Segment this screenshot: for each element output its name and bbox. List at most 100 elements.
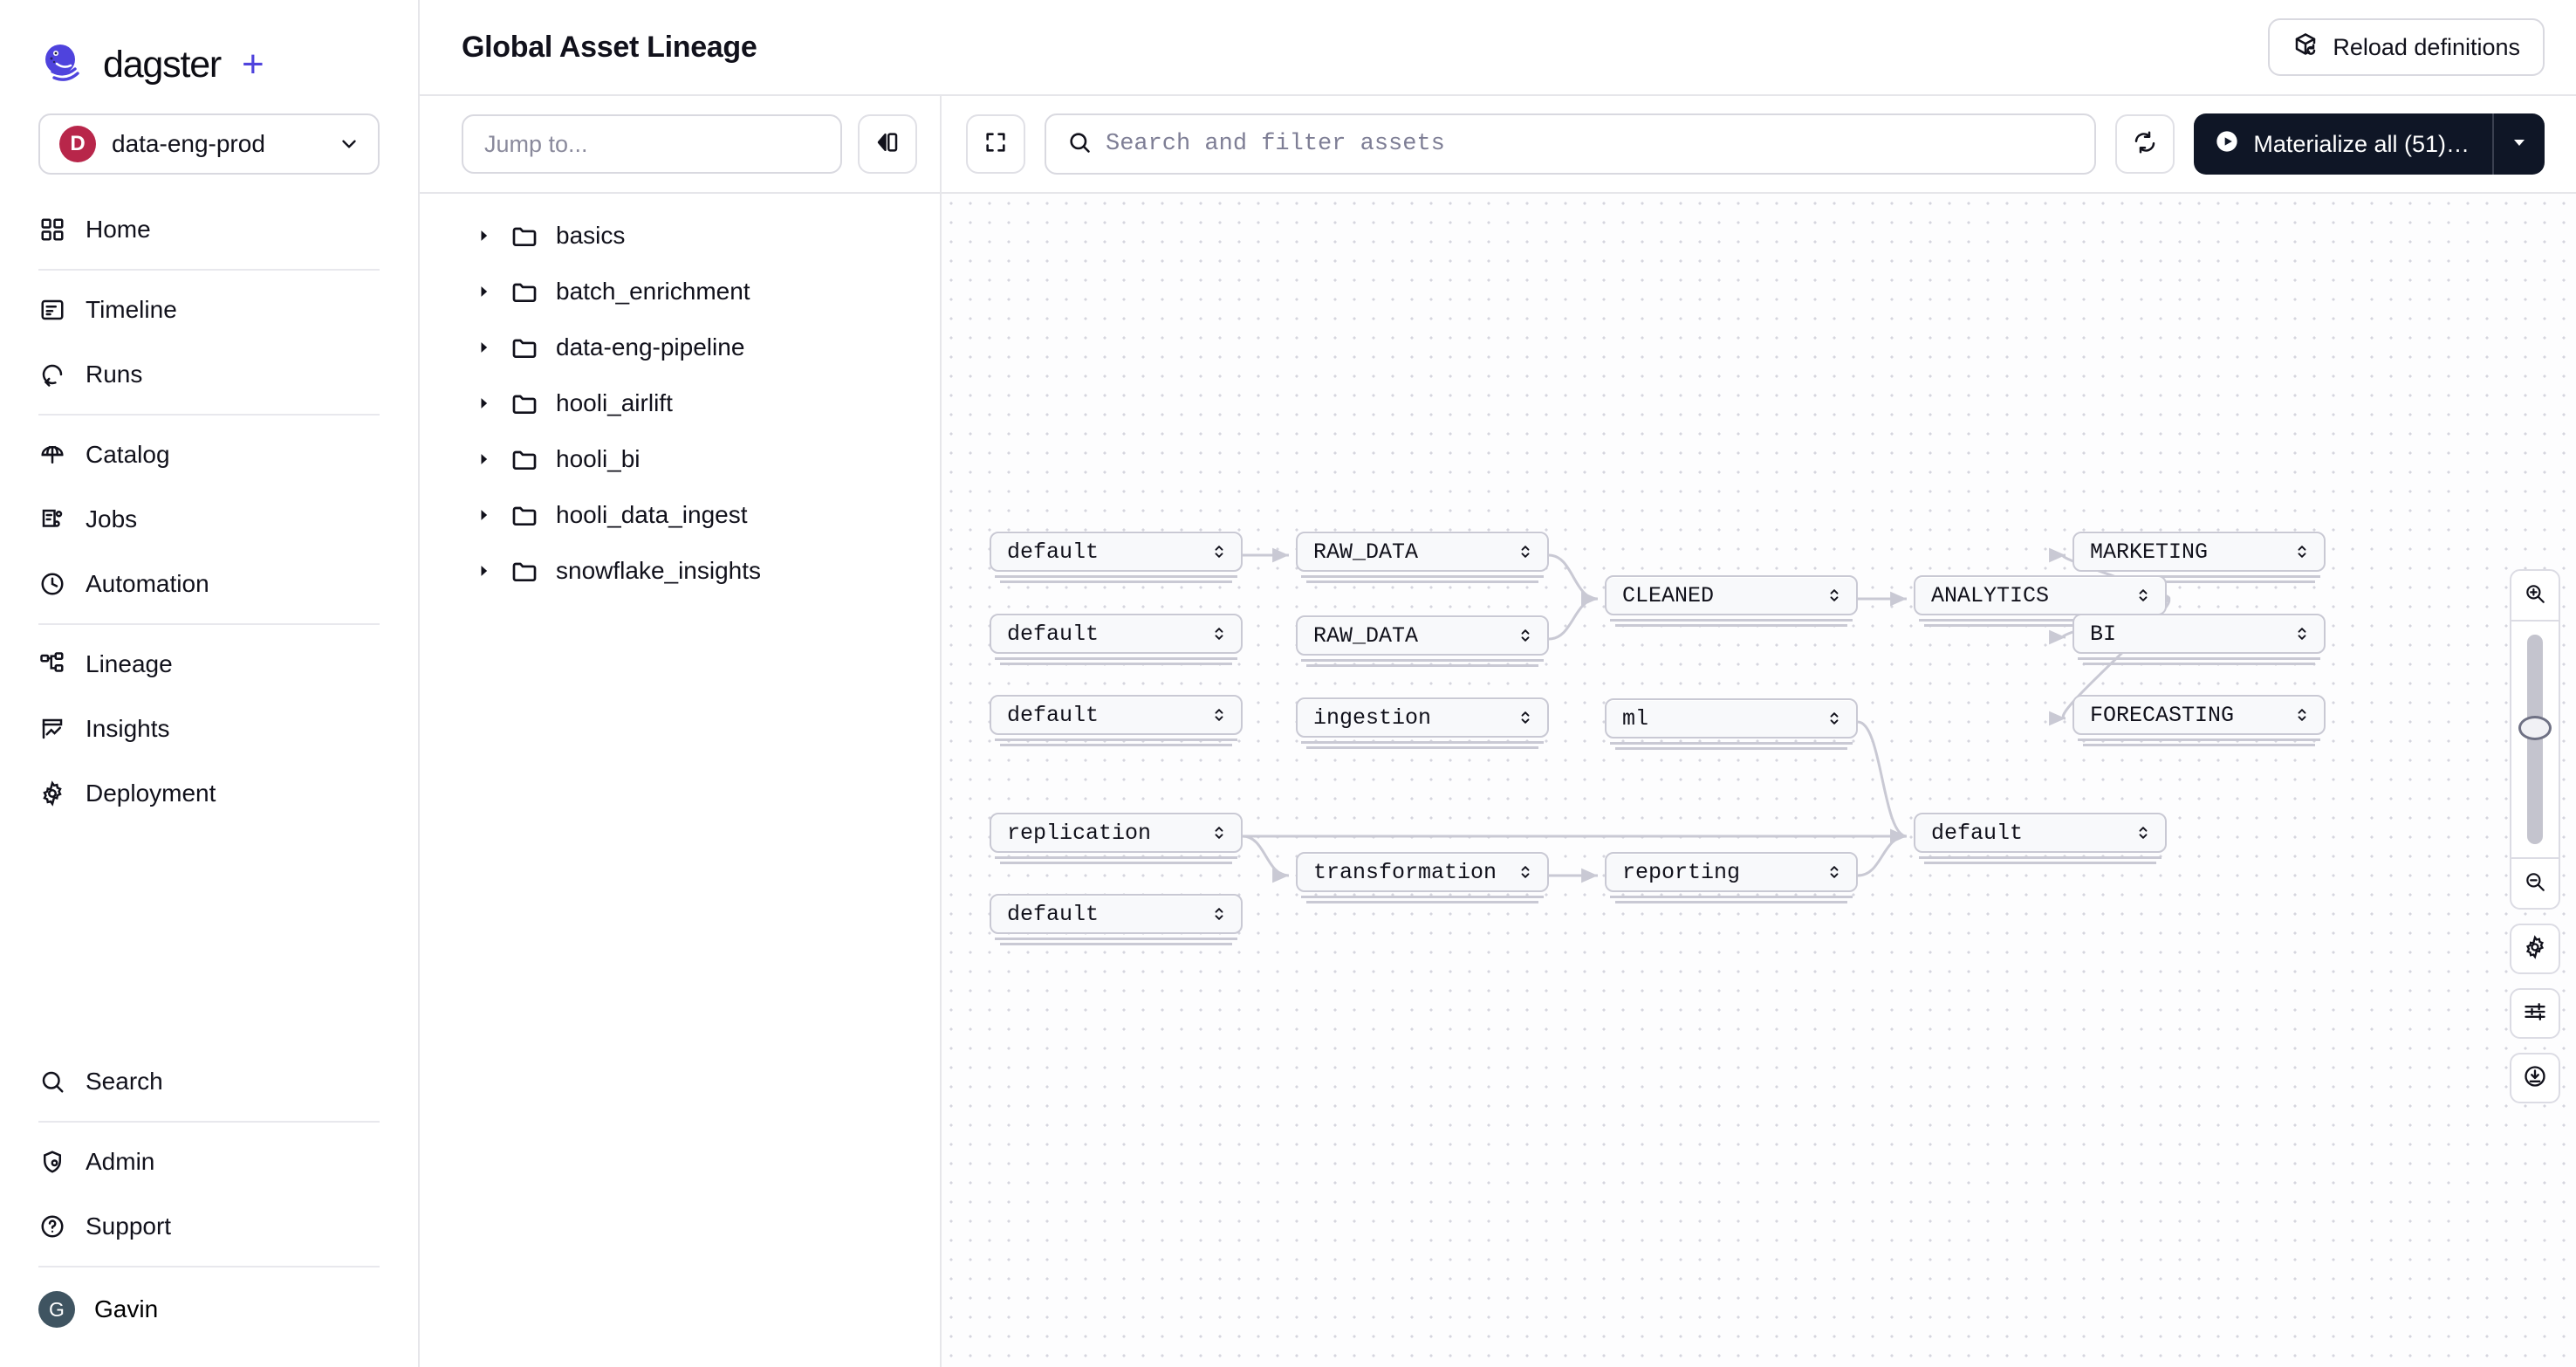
tree-item[interactable]: data-eng-pipeline: [420, 319, 940, 375]
download-graph-button[interactable]: [2510, 1053, 2560, 1103]
graph-edge: [1548, 553, 1599, 607]
graph-edge: [1548, 591, 1599, 641]
node-stack-line: [1306, 901, 1538, 903]
node-stack-line: [1000, 744, 1232, 746]
asset-group-node[interactable]: ANALYTICS: [1914, 575, 2167, 615]
refresh-button[interactable]: [2115, 114, 2175, 174]
chevron-up-down-icon[interactable]: [2294, 622, 2310, 646]
node-stack-line: [1306, 664, 1538, 667]
asset-group-node[interactable]: default: [990, 695, 1243, 735]
asset-group-node[interactable]: reporting: [1605, 852, 1858, 892]
asset-group-node[interactable]: ingestion: [1296, 697, 1549, 738]
chevron-right-icon[interactable]: [474, 450, 493, 469]
asset-group-node[interactable]: default: [990, 532, 1243, 572]
materialize-dropdown-button[interactable]: [2494, 113, 2545, 175]
zoom-slider-thumb[interactable]: [2518, 716, 2552, 740]
deployment-selector[interactable]: D data-eng-prod: [38, 113, 380, 175]
tree-item[interactable]: batch_enrichment: [420, 264, 940, 319]
chevron-up-down-icon[interactable]: [1826, 583, 1842, 608]
asset-group-node-label: ml: [1622, 705, 1649, 732]
chevron-up-down-icon[interactable]: [2294, 539, 2310, 564]
tree-item[interactable]: hooli_airlift: [420, 375, 940, 431]
chevron-right-icon[interactable]: [474, 338, 493, 357]
user-menu[interactable]: G Gavin: [0, 1274, 418, 1344]
chevron-right-icon[interactable]: [474, 226, 493, 245]
chevron-right-icon[interactable]: [474, 561, 493, 580]
asset-group-node[interactable]: ml: [1605, 698, 1858, 738]
chevron-up-down-icon[interactable]: [2135, 583, 2151, 608]
asset-group-node-label: BI: [2090, 621, 2117, 647]
lineage-icon: [38, 650, 66, 678]
asset-group-node[interactable]: CLEANED: [1605, 575, 1858, 615]
catalog-icon: [38, 441, 66, 469]
chevron-up-down-icon[interactable]: [1518, 705, 1533, 730]
sidebar-item-deployment[interactable]: Deployment: [38, 761, 380, 826]
chevron-up-down-icon[interactable]: [1211, 622, 1227, 646]
sidebar-item-search[interactable]: Search: [38, 1049, 380, 1114]
search-input[interactable]: [1106, 131, 2074, 157]
graph-settings-button[interactable]: [2510, 924, 2560, 974]
folder-icon: [510, 222, 538, 250]
sidebar-item-home[interactable]: Home: [38, 197, 380, 262]
reload-definitions-button[interactable]: Reload definitions: [2268, 18, 2545, 76]
asset-search-box[interactable]: [1045, 113, 2097, 175]
tree-item[interactable]: hooli_bi: [420, 431, 940, 487]
zoom-slider[interactable]: [2511, 622, 2559, 857]
chevron-up-down-icon[interactable]: [1518, 623, 1533, 648]
chevron-up-down-icon[interactable]: [1518, 539, 1533, 564]
collapse-panel-button[interactable]: [858, 114, 917, 174]
sidebar-item-catalog[interactable]: Catalog: [38, 422, 380, 487]
sidebar-item-insights[interactable]: Insights: [38, 697, 380, 761]
sidebar-item-admin[interactable]: Admin: [38, 1130, 380, 1194]
asset-group-node[interactable]: default: [1914, 813, 2167, 853]
sidebar-item-runs[interactable]: Runs: [38, 342, 380, 407]
fullscreen-button[interactable]: [966, 114, 1025, 174]
chevron-right-icon[interactable]: [474, 394, 493, 413]
graph-filters-button[interactable]: [2510, 988, 2560, 1039]
jump-to-input[interactable]: [462, 114, 842, 174]
asset-group-node[interactable]: RAW_DATA: [1296, 532, 1549, 572]
asset-group-node[interactable]: MARKETING: [2072, 532, 2326, 572]
asset-group-node[interactable]: default: [990, 614, 1243, 654]
asset-group-node[interactable]: replication: [990, 813, 1243, 853]
chevron-up-down-icon[interactable]: [1211, 902, 1227, 926]
zoom-out-button[interactable]: [2511, 859, 2559, 908]
materialize-all-button[interactable]: Materialize all (51)…: [2194, 113, 2545, 175]
brand-logo[interactable]: dagster +: [0, 0, 418, 94]
chevron-up-down-icon[interactable]: [2294, 703, 2310, 727]
chevron-up-down-icon[interactable]: [1211, 821, 1227, 845]
folder-icon: [510, 445, 538, 473]
page-title: Global Asset Lineage: [462, 30, 757, 64]
zoom-out-icon: [2524, 870, 2546, 897]
chevron-up-down-icon[interactable]: [1826, 706, 1842, 731]
tree-item-label: hooli_data_ingest: [556, 501, 748, 528]
chevron-up-down-icon[interactable]: [2135, 821, 2151, 845]
materialize-main[interactable]: Materialize all (51)…: [2194, 113, 2492, 175]
tree-item[interactable]: hooli_data_ingest: [420, 487, 940, 543]
asset-group-node[interactable]: transformation: [1296, 852, 1549, 892]
node-stack-line: [2078, 738, 2320, 741]
sidebar-item-jobs[interactable]: Jobs: [38, 487, 380, 552]
chevron-up-down-icon[interactable]: [1826, 860, 1842, 884]
tree-item[interactable]: basics: [420, 208, 940, 264]
asset-group-node[interactable]: default: [990, 894, 1243, 934]
sidebar-item-support[interactable]: Support: [38, 1194, 380, 1259]
sidebar-item-timeline[interactable]: Timeline: [38, 278, 380, 342]
asset-group-node[interactable]: RAW_DATA: [1296, 615, 1549, 656]
toolbar-left-section: [420, 95, 942, 193]
chevron-right-icon[interactable]: [474, 282, 493, 301]
sidebar-item-automation[interactable]: Automation: [38, 552, 380, 616]
chevron-up-down-icon[interactable]: [1211, 539, 1227, 564]
chevron-up-down-icon[interactable]: [1518, 860, 1533, 884]
sidebar-item-lineage[interactable]: Lineage: [38, 632, 380, 697]
zoom-in-button[interactable]: [2511, 571, 2559, 620]
node-stack-line: [2083, 663, 2315, 665]
node-stack-line: [1615, 624, 1847, 627]
asset-group-node[interactable]: BI: [2072, 614, 2326, 654]
chevron-right-icon[interactable]: [474, 505, 493, 525]
tree-item[interactable]: snowflake_insights: [420, 543, 940, 599]
top-header: Global Asset Lineage Reload definitions: [420, 0, 2576, 96]
asset-group-node[interactable]: FORECASTING: [2072, 695, 2326, 735]
chevron-up-down-icon[interactable]: [1211, 703, 1227, 727]
